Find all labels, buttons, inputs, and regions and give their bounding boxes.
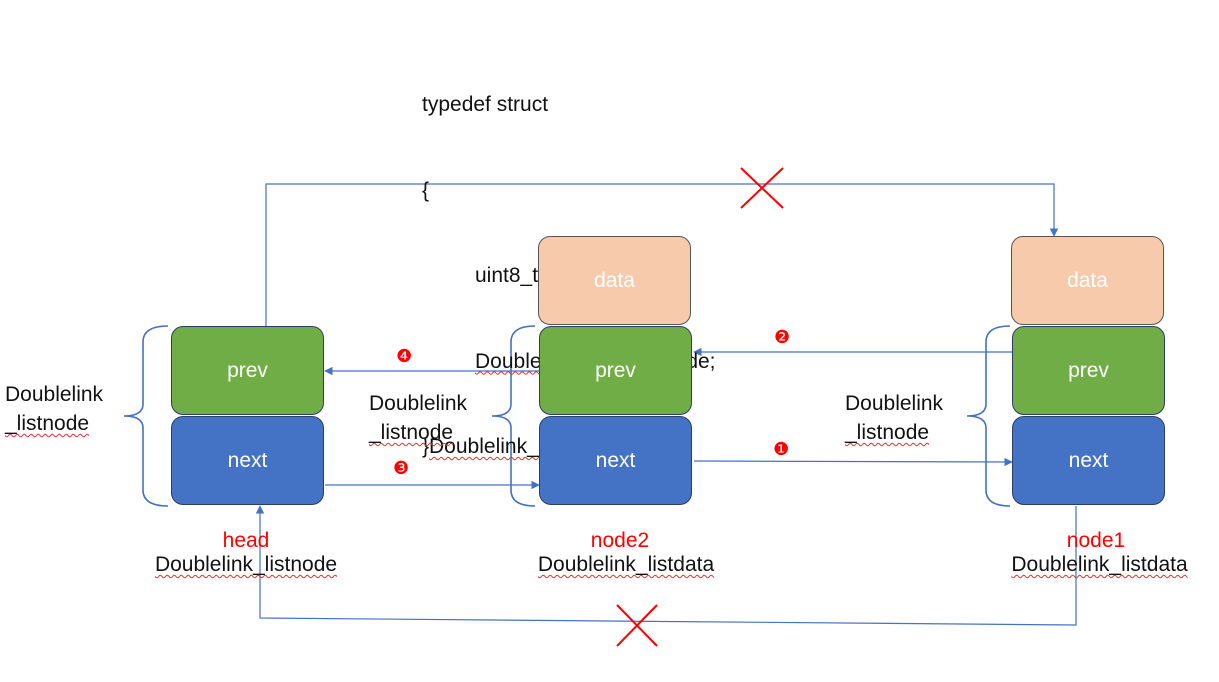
head-name: head bbox=[222, 529, 270, 552]
node1-type-text: Doublelink_listdata bbox=[1011, 553, 1188, 576]
node2-prev-box: prev bbox=[539, 326, 692, 415]
step-marker-4: ❹ bbox=[396, 346, 413, 366]
node1-type: Doublelink_listdata bbox=[992, 550, 1207, 579]
brace-head bbox=[123, 325, 169, 507]
code-line-1: typedef struct bbox=[422, 93, 549, 116]
node2-type-text: Doublelink_listdata bbox=[537, 553, 715, 576]
node2-brace-label-2: _listnode bbox=[369, 421, 454, 444]
code-line-2: { bbox=[422, 178, 430, 202]
node1-brace-label-2: _listnode bbox=[845, 421, 930, 444]
node2-brace-label-1: Doublelink bbox=[369, 392, 468, 415]
head-type: Doublelink_listnode bbox=[136, 550, 356, 579]
arrow-head-prev-to-node1-old bbox=[265, 183, 1059, 326]
step-marker-1: ❶ bbox=[773, 439, 790, 459]
cross-top bbox=[740, 167, 784, 209]
node1-name: node1 bbox=[1066, 529, 1126, 552]
node1-brace-label: Doublelink _listnode bbox=[845, 389, 943, 447]
head-next-box: next bbox=[171, 416, 324, 505]
node2-next-box: next bbox=[539, 416, 692, 505]
node1-next-box: next bbox=[1012, 416, 1165, 505]
cross-bottom bbox=[616, 604, 658, 647]
brace-node1 bbox=[966, 325, 1011, 507]
step-marker-2: ❷ bbox=[774, 327, 791, 347]
brace-node2 bbox=[491, 325, 536, 507]
head-brace-label-1: Doublelink bbox=[5, 383, 104, 406]
head-brace-label: Doublelink _listnode bbox=[5, 380, 103, 438]
node1-prev-box: prev bbox=[1012, 326, 1165, 415]
node1-brace-label-1: Doublelink bbox=[845, 392, 944, 415]
node2-type: Doublelink_listdata bbox=[516, 550, 736, 579]
head-brace-label-2: _listnode bbox=[5, 412, 90, 435]
arrow-step1 bbox=[693, 457, 1013, 467]
arrow-node1-next-to-head-old bbox=[255, 505, 1077, 626]
node2-name: node2 bbox=[590, 529, 650, 552]
head-type-text: Doublelink_listnode bbox=[154, 553, 338, 576]
node1-data-box: data bbox=[1011, 236, 1164, 325]
code-line-5-brace: } bbox=[422, 435, 430, 458]
node2-brace-label: Doublelink _listnode bbox=[369, 389, 467, 447]
step-marker-3: ❸ bbox=[393, 458, 410, 478]
node2-data-box: data bbox=[538, 236, 691, 325]
head-prev-box: prev bbox=[171, 326, 324, 415]
